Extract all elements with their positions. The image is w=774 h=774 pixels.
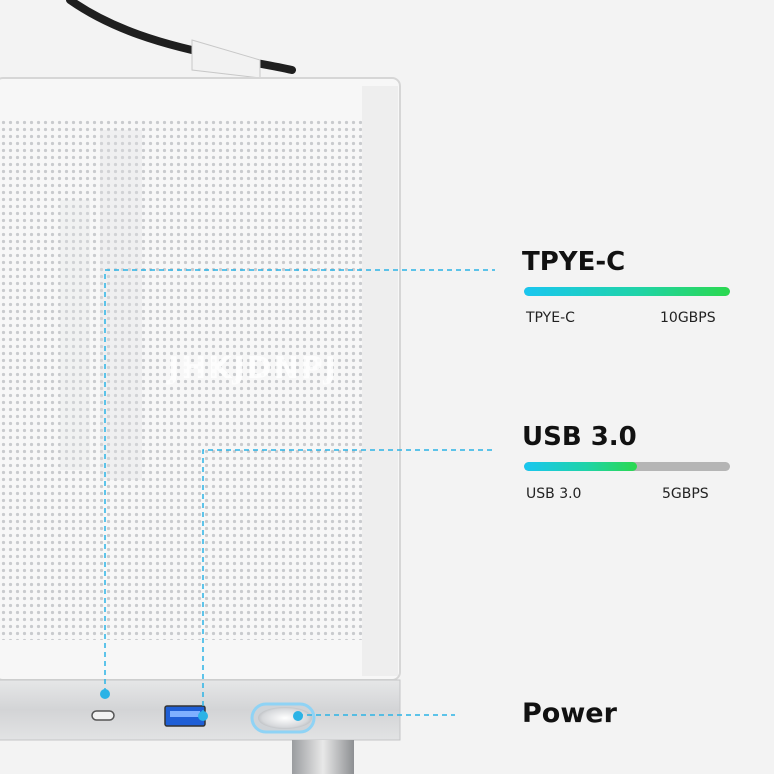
watermark: JHKJDNPJ: [166, 351, 338, 386]
usb3-speed-fill: [524, 462, 638, 471]
typec-speed-bar: [524, 287, 730, 296]
leader-dot-typec: [100, 689, 110, 699]
leader-dot-power: [293, 711, 303, 721]
power-title: Power: [522, 698, 617, 729]
front-io-panel: [0, 679, 401, 741]
usb3-title: USB 3.0: [522, 422, 637, 452]
typec-title: TPYE-C: [522, 247, 626, 277]
power-button-icon[interactable]: [250, 702, 316, 734]
usb3-speed-label: 5GBPS: [662, 486, 709, 502]
pc-case: [0, 77, 401, 681]
leader-dot-usb: [198, 711, 208, 721]
leader-lines: [104, 269, 495, 716]
usb3-speed-bar: [524, 462, 730, 471]
typec-speed-label: 10GBPS: [660, 310, 716, 326]
cable-handle: [191, 39, 261, 79]
typec-speed-fill: [524, 287, 730, 296]
usb3-port-label: USB 3.0: [526, 486, 582, 502]
front-mesh-panel: [0, 120, 362, 640]
usb-c-port-icon: [91, 710, 115, 721]
typec-port-label: TPYE-C: [526, 310, 575, 326]
case-foot: [292, 740, 354, 774]
